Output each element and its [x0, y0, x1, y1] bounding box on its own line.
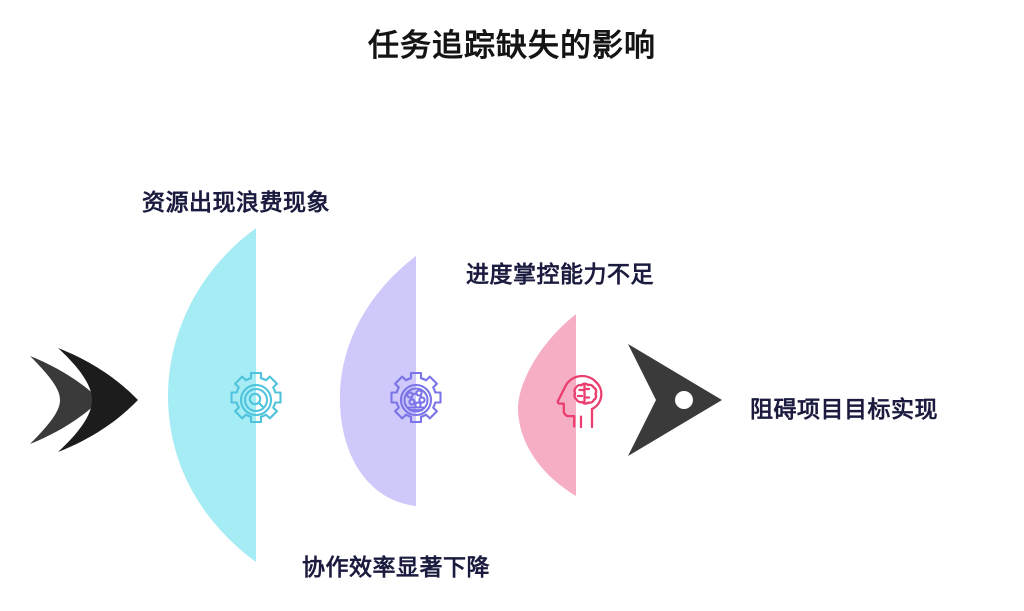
head-brain-icon: [548, 368, 612, 432]
gear-target-search-icon: [224, 368, 288, 432]
stage-label-waste: 资源出现浪费现象: [142, 189, 330, 215]
gear-network-icon: [384, 368, 448, 432]
stage-label-goal: 阻碍项目目标实现: [750, 396, 938, 422]
stage-petal-collaboration: [340, 256, 416, 506]
stage-label-collaboration: 协作效率显著下降: [302, 554, 490, 580]
stage-petal-waste: [168, 228, 256, 562]
double-chevron-arrow-icon: [30, 348, 138, 452]
stage-petal-control: [518, 314, 576, 496]
dart-arrow-icon: [628, 344, 722, 456]
stage-label-control: 进度掌控能力不足: [466, 261, 654, 287]
page-title: 任务追踪缺失的影响: [368, 28, 656, 63]
